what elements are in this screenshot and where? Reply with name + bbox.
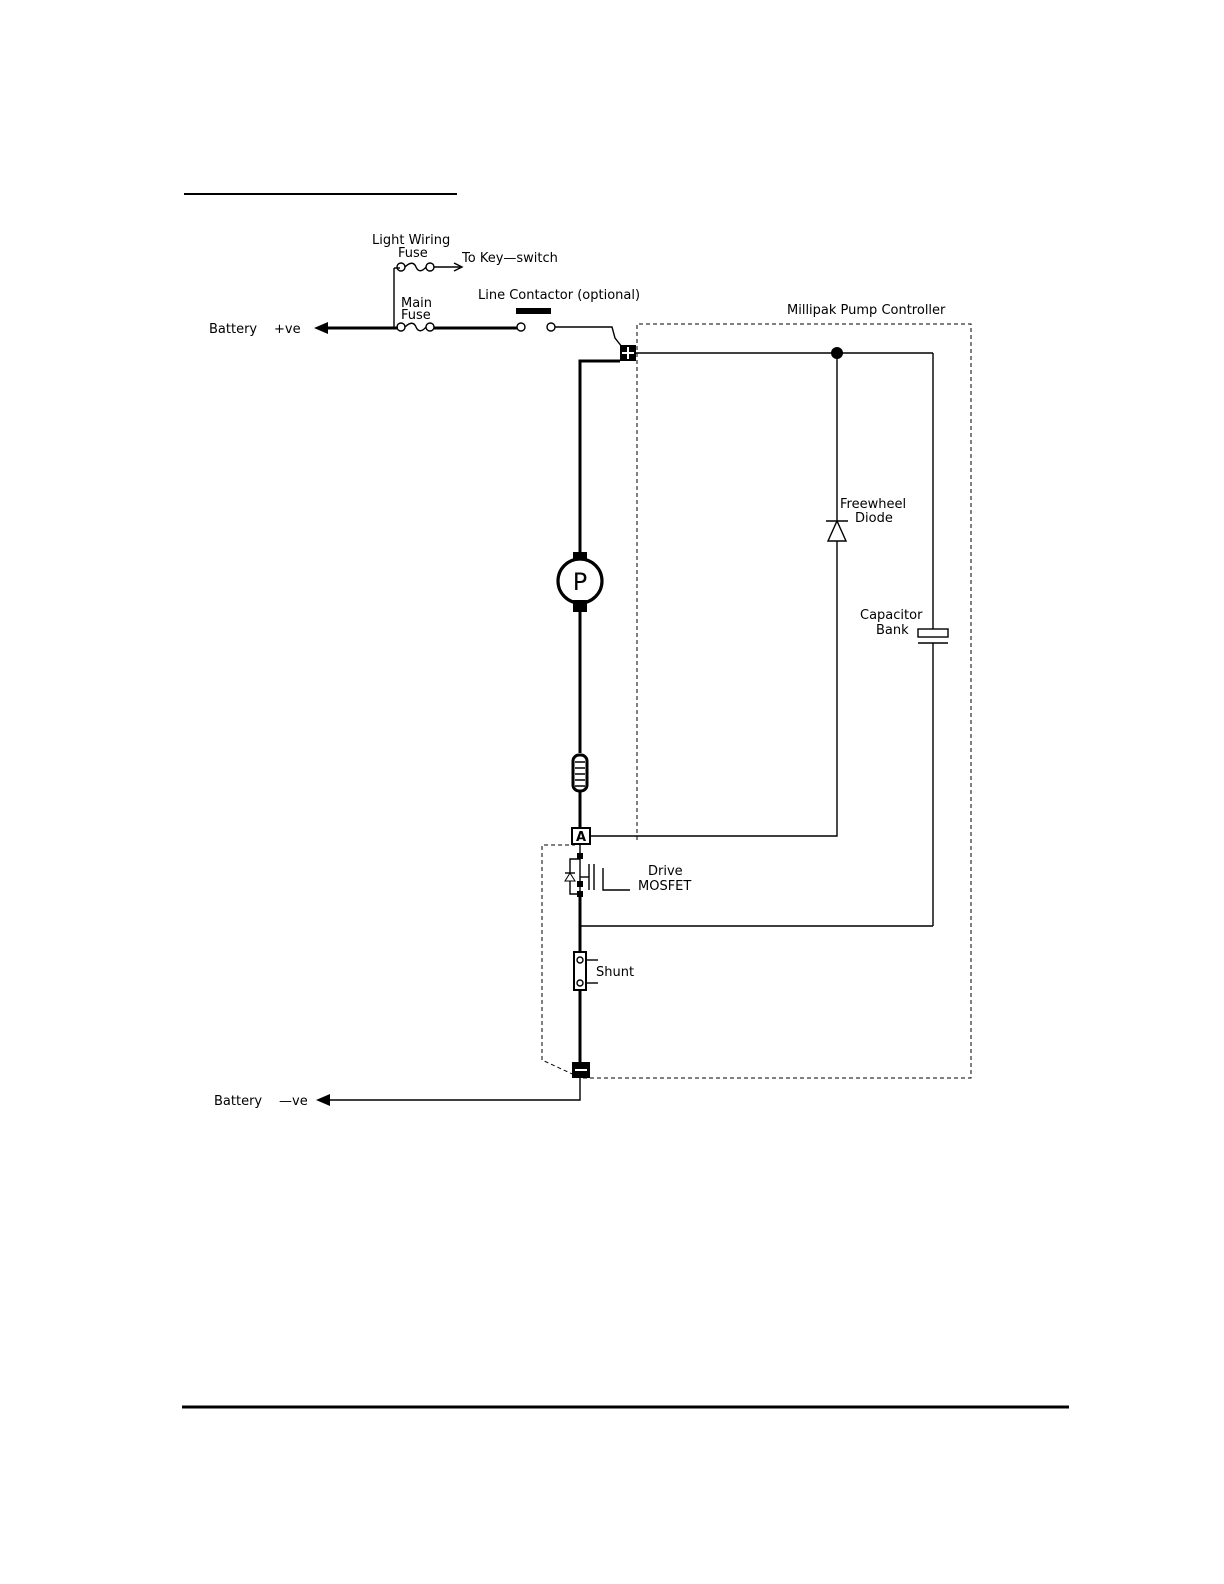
negative-ve-label: —ve [279, 1094, 308, 1109]
main-fuse-label-2: Fuse [401, 308, 431, 323]
pump-label: P [573, 568, 587, 596]
capacitor-label: Capacitor [860, 608, 923, 623]
bank-label: Bank [876, 623, 909, 638]
battery-negative-label: Battery [214, 1094, 262, 1109]
svg-text:A: A [576, 830, 586, 845]
line-contactor-label: Line Contactor (optional) [478, 288, 640, 303]
field-winding [573, 722, 587, 828]
battery-negative-line [316, 1078, 580, 1106]
diode-label: Diode [855, 511, 893, 526]
controller-label: Millipak Pump Controller [787, 303, 946, 318]
drive-mosfet [565, 844, 630, 952]
capacitor-bank [580, 353, 948, 926]
line-contactor [516, 308, 626, 352]
to-key-switch-label: To Key—switch [461, 251, 558, 266]
battery-positive-line [314, 322, 398, 334]
battery-positive-label: Battery [209, 322, 257, 337]
main-fuse [397, 323, 517, 331]
shunt-label: Shunt [596, 965, 634, 980]
freewheel-label: Freewheel [840, 497, 906, 512]
positive-ve-label: +ve [274, 322, 301, 337]
drive-label: Drive [648, 864, 683, 879]
light-fuse-label: Fuse [398, 246, 428, 261]
freewheel-diode [826, 353, 848, 541]
shunt [574, 952, 598, 1062]
positive-terminal [620, 345, 636, 361]
negative-terminal [572, 1062, 590, 1078]
pump-motor: P [558, 552, 602, 612]
a-terminal: A [572, 828, 590, 845]
mosfet-label: MOSFET [638, 879, 691, 894]
